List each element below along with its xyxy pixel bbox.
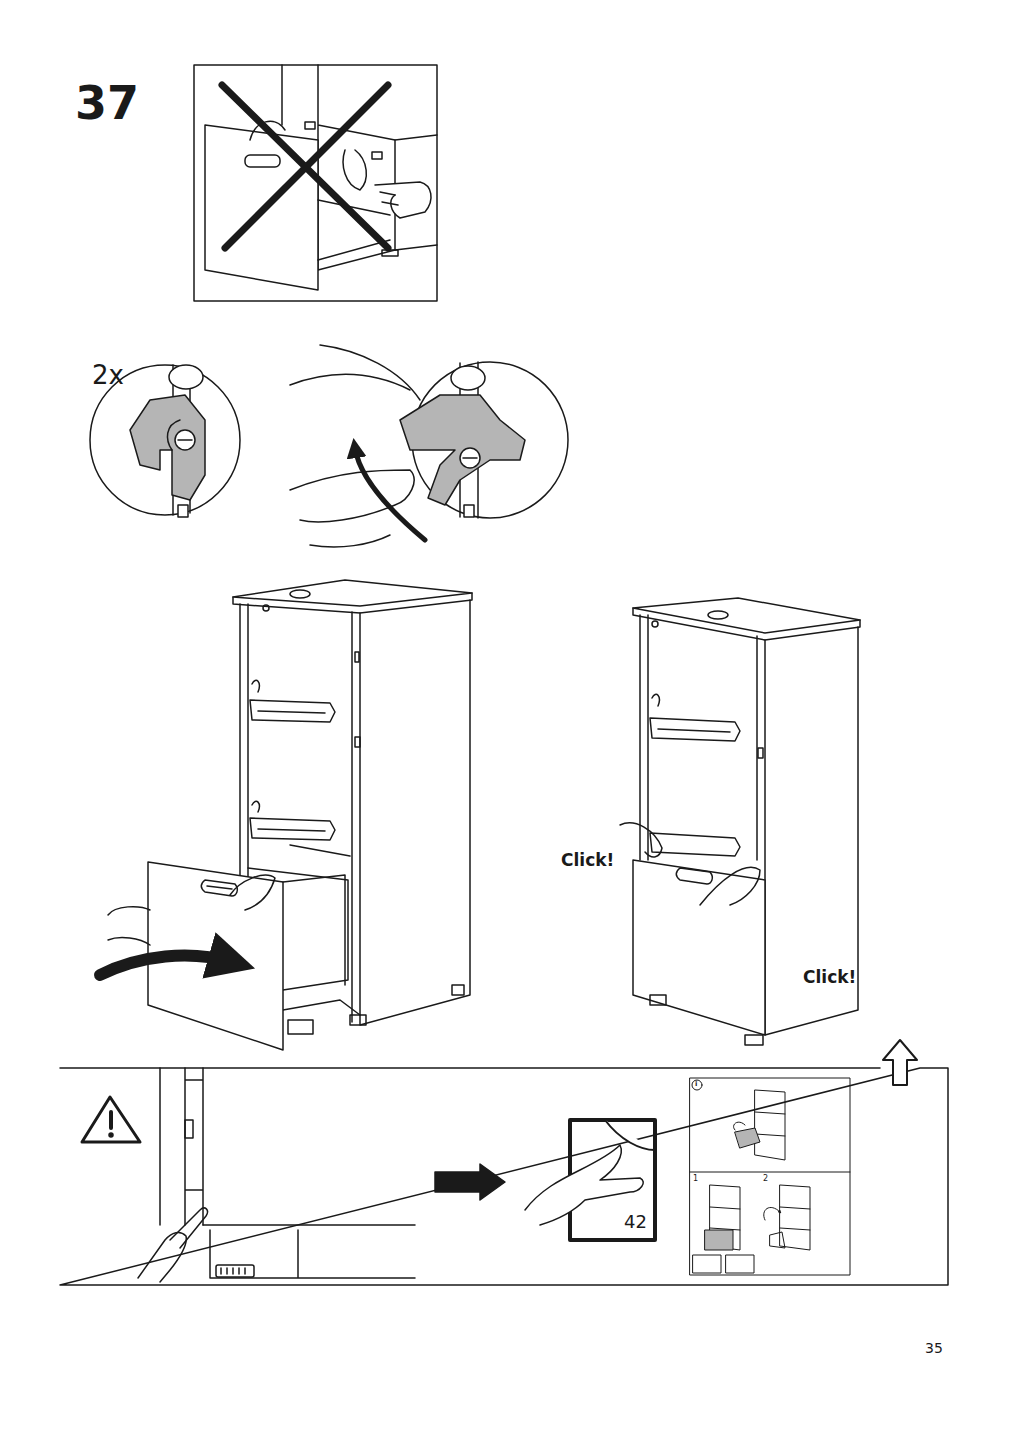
click-label: Click! bbox=[561, 852, 614, 869]
sub-step-number: 1 bbox=[693, 1175, 698, 1183]
wrong-way-panel bbox=[194, 65, 437, 301]
info-mark: i bbox=[695, 1081, 697, 1088]
cabinet-left bbox=[100, 580, 472, 1050]
page-reference: 42 bbox=[624, 1213, 647, 1231]
detail-circle-right bbox=[290, 345, 568, 547]
page-number: 35 bbox=[925, 1341, 943, 1355]
quantity-label: 2x bbox=[92, 362, 124, 388]
click-label: Click! bbox=[803, 969, 856, 986]
sub-step-number: 2 bbox=[763, 1175, 768, 1183]
cabinet-right bbox=[620, 598, 860, 1045]
step-number: 37 bbox=[75, 80, 139, 126]
warning-box bbox=[60, 1040, 948, 1285]
